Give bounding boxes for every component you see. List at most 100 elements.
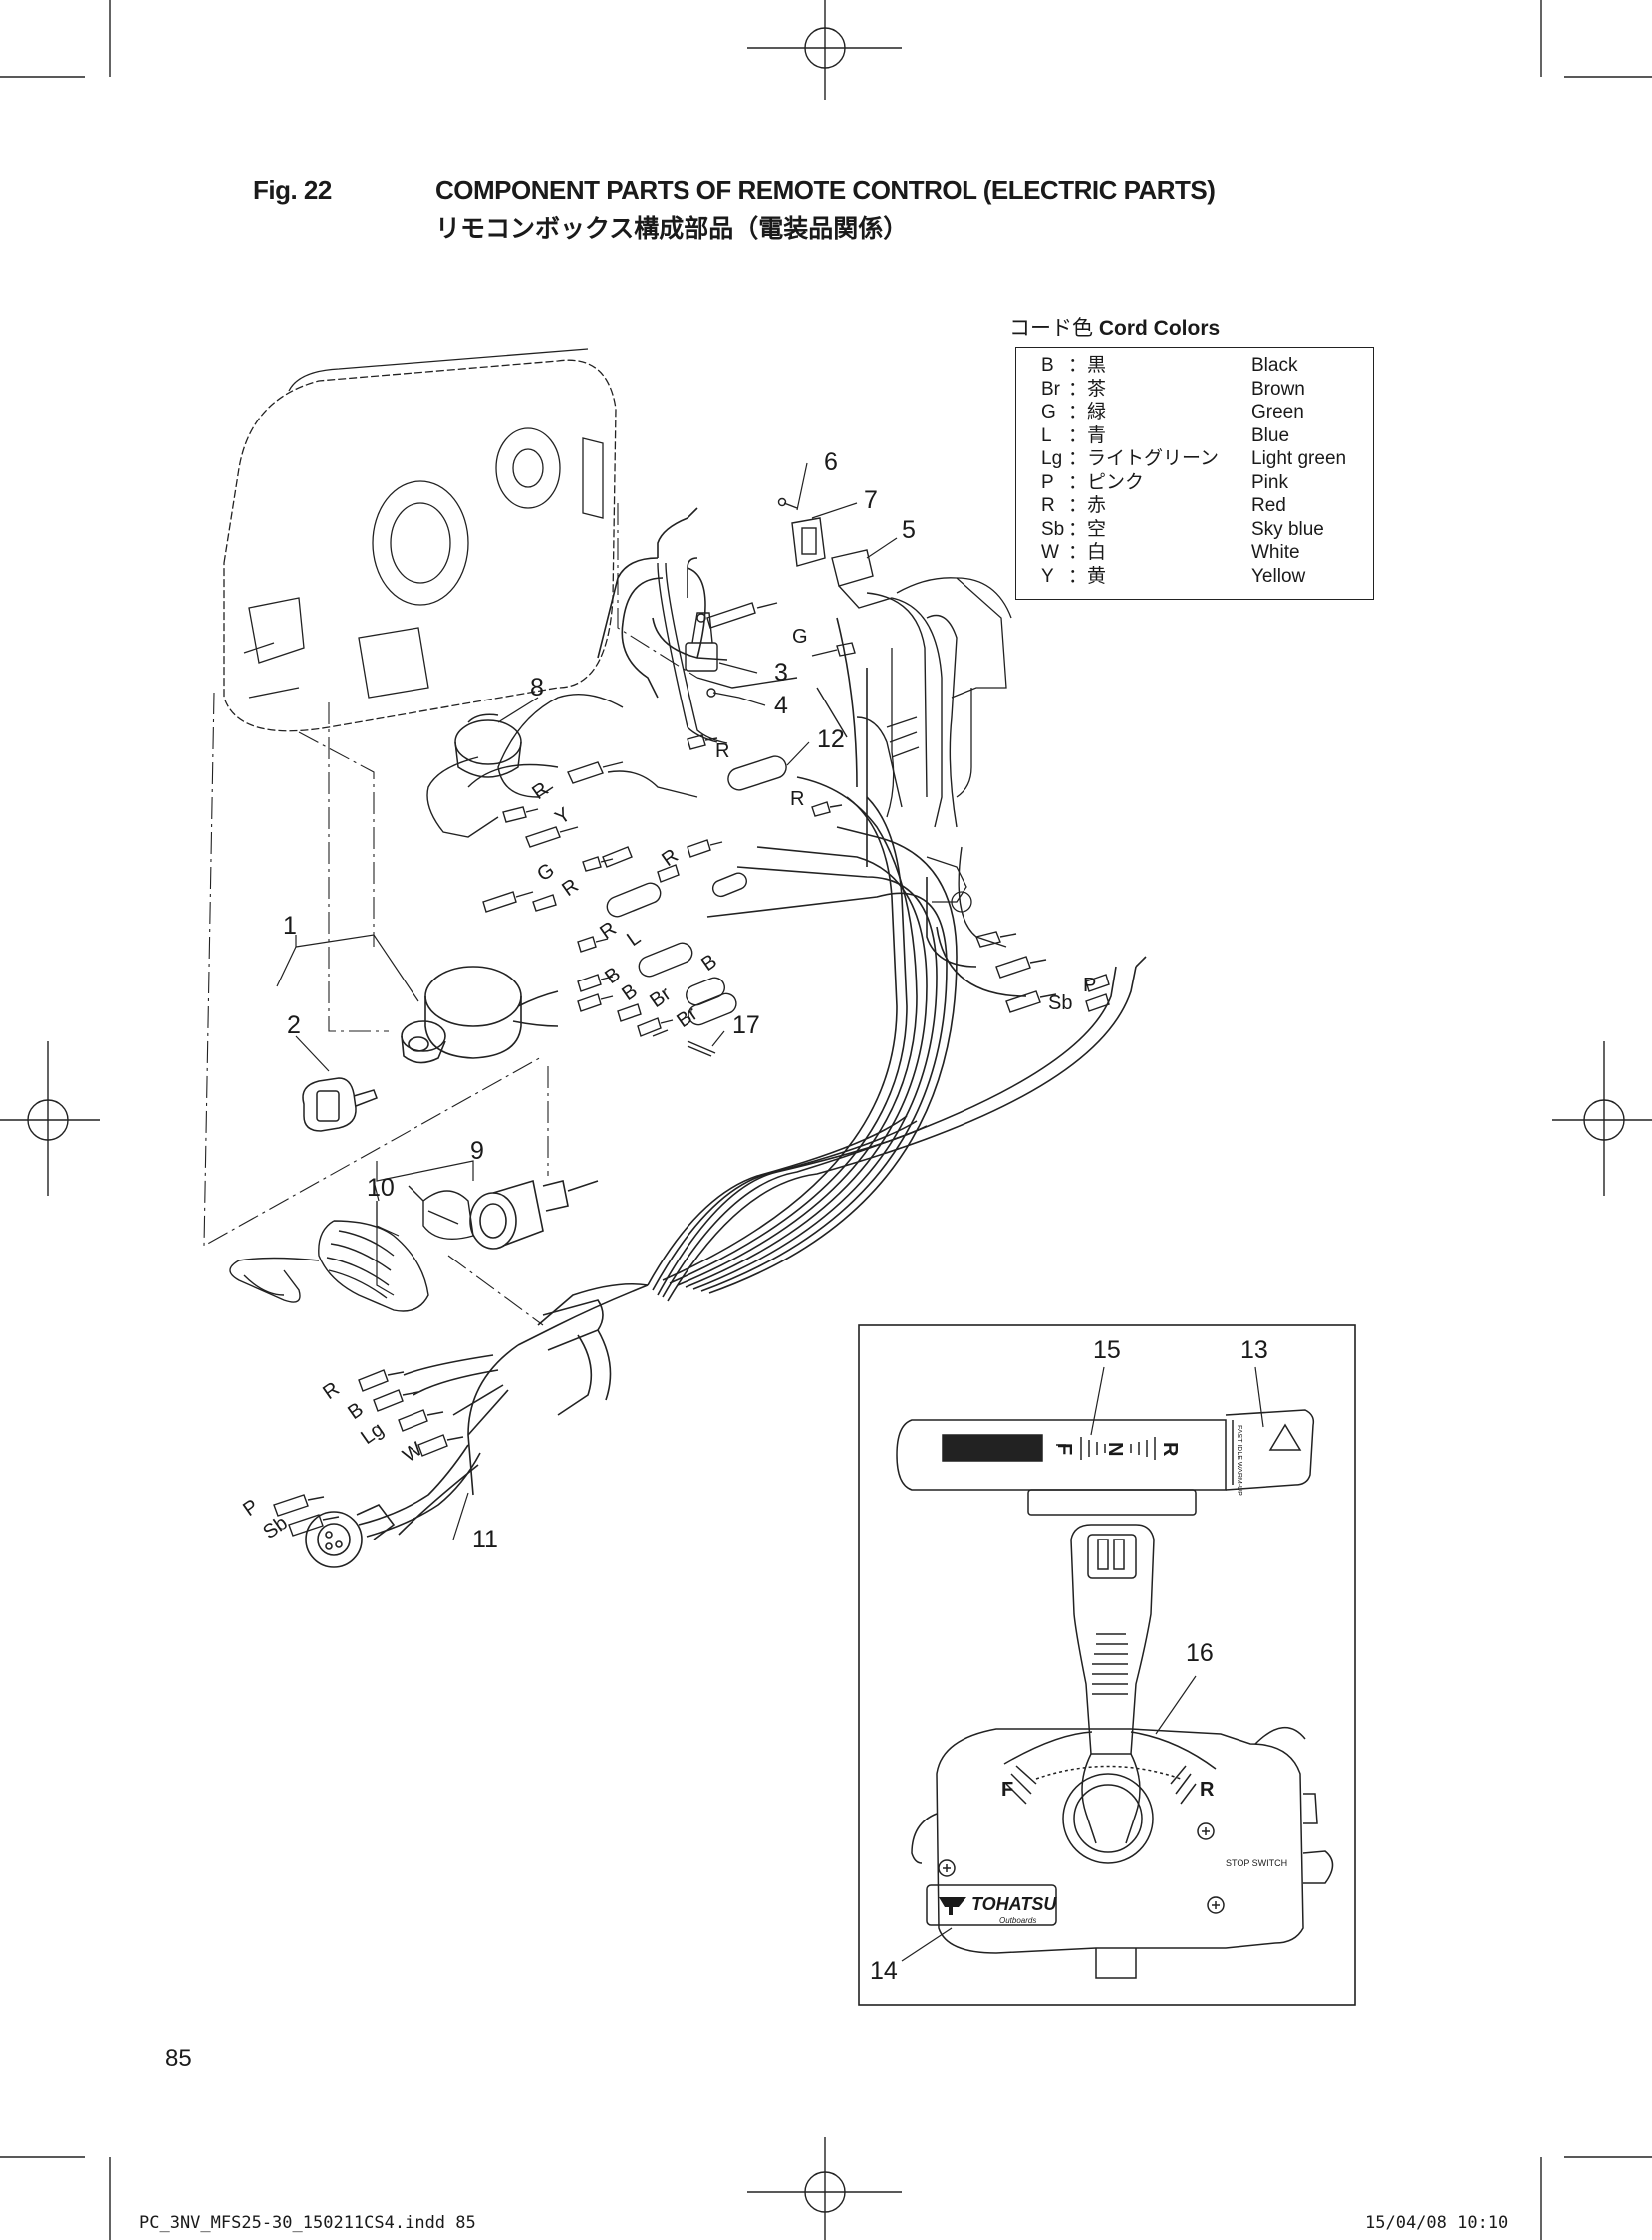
main-switch-part-1 — [401, 966, 559, 1064]
sleeve-1 — [606, 882, 662, 918]
inset-text: F N R FAST IDLE WARM-UP F R STOP SWITCH … — [939, 1425, 1287, 1925]
wire-labels: G R R R Y G R R R L B B B Br Br P Sb R B… — [239, 626, 1096, 1543]
connector-r-top — [687, 734, 718, 750]
callout-6: 6 — [824, 448, 838, 476]
legend-code: B — [1041, 355, 1054, 376]
inset-panel — [858, 1324, 1356, 2006]
control-handle-part-16 — [1070, 1524, 1155, 1844]
callout-numbers: 1 2 3 4 5 6 7 8 9 10 11 12 13 14 15 16 1… — [283, 448, 1268, 1985]
connector-right-5 — [1085, 993, 1110, 1012]
brand-logo-sub: Outboards — [999, 1916, 1036, 1925]
callout-4: 4 — [774, 692, 788, 719]
wire-harness — [398, 507, 1147, 1536]
legend-ja: ：青 — [1068, 424, 1107, 446]
legend-code: Sb — [1041, 518, 1065, 540]
legend-code: L — [1041, 424, 1052, 446]
callout-11: 11 — [472, 1526, 498, 1553]
legend-ja: ：白 — [1068, 542, 1107, 563]
wire-label: R — [528, 778, 552, 804]
connector-right-2 — [995, 956, 1047, 979]
wire-label: G — [792, 626, 808, 648]
connector-left-7 — [577, 936, 609, 953]
bracket-part-7 — [791, 517, 826, 567]
connector-right-1 — [975, 931, 1017, 948]
wire-label: Y — [551, 803, 575, 829]
tohatsu-logo-icon — [939, 1897, 966, 1915]
warmup-label: FAST IDLE WARM-UP — [1236, 1425, 1242, 1496]
pin-part-17 — [687, 1040, 716, 1057]
connector-right-3 — [1005, 990, 1057, 1013]
lanyard-part-10 — [229, 1185, 474, 1312]
legend-en: Light green — [1251, 448, 1347, 469]
wire-label: P — [1083, 975, 1096, 996]
connector-left-3 — [525, 826, 579, 848]
callout-8: 8 — [530, 674, 544, 701]
sleeve-part-12 — [727, 755, 787, 791]
harness-plug-part-11 — [305, 1299, 612, 1568]
legend-code: G — [1041, 402, 1056, 422]
neutral-indicator-part-15 — [896, 1419, 1227, 1516]
callout-9: 9 — [470, 1137, 484, 1165]
connector-left-6 — [532, 894, 557, 912]
legend-code: Br — [1041, 378, 1060, 400]
connector-lower-4 — [637, 1017, 674, 1037]
figure-number: Fig. 22 — [253, 175, 332, 205]
switch-part-3 — [685, 612, 718, 672]
callout-1: 1 — [283, 912, 297, 940]
callout-10: 10 — [367, 1174, 395, 1202]
connector-bottom-p — [273, 1494, 325, 1517]
callout-15: 15 — [1093, 1336, 1121, 1364]
connector-bottom-r — [358, 1369, 405, 1392]
wire-label: G — [533, 859, 558, 886]
wire-label: W — [399, 1438, 426, 1467]
connector-right-4 — [1085, 974, 1110, 992]
legend-en: Green — [1251, 402, 1304, 422]
wire-label: B — [697, 950, 721, 976]
connector-lower-1 — [577, 974, 614, 992]
callout-2: 2 — [287, 1011, 301, 1039]
indicator-n: N — [1104, 1442, 1126, 1456]
legend-ja: ：空 — [1068, 518, 1107, 540]
connector-r-mid — [811, 801, 843, 817]
wire-label: R — [319, 1378, 343, 1404]
legend-en: Yellow — [1251, 565, 1306, 587]
connector-mid-1 — [602, 846, 633, 868]
connector-bottom-b — [373, 1389, 419, 1412]
grip-f: F — [1001, 1779, 1013, 1801]
stop-switch-part-9 — [469, 1179, 599, 1250]
legend-en: Brown — [1251, 378, 1305, 400]
connector-left-2 — [502, 806, 539, 823]
buzzer-part-8 — [454, 713, 522, 778]
legend-ja: ：ピンク — [1068, 471, 1145, 493]
inset-callout-leaders — [901, 1366, 1264, 1962]
connector-bottom-sb — [288, 1514, 340, 1537]
callout-3: 3 — [774, 659, 788, 687]
legend-ja: ：ライトグリーン — [1068, 448, 1220, 469]
callout-14: 14 — [870, 1957, 898, 1985]
connector-mid-2 — [687, 839, 723, 858]
wire-label: P — [239, 1495, 263, 1521]
insulating-sleeves — [606, 755, 787, 1026]
screw-part-6 — [777, 497, 798, 509]
legend-ja: ：赤 — [1068, 495, 1107, 516]
legend-ja: ：緑 — [1068, 402, 1107, 422]
stop-switch-label: STOP SWITCH — [1226, 1858, 1287, 1868]
connector-g-top — [706, 602, 778, 629]
warmup-button-part-13 — [1225, 1409, 1315, 1491]
throttle-lever-outline — [886, 577, 1012, 913]
indicator-r: R — [1159, 1442, 1181, 1457]
remote-control-box-part-14 — [911, 1726, 1334, 1979]
inset-frame — [858, 1324, 1356, 2006]
legend-code: Y — [1041, 565, 1054, 587]
wire-label: R — [558, 875, 582, 901]
connector-lower-3 — [617, 1003, 642, 1022]
sleeve-4 — [688, 992, 737, 1026]
connector-lower-2 — [577, 993, 614, 1012]
wire-label: L — [623, 927, 645, 951]
guide-lines — [203, 503, 698, 1326]
callout-12: 12 — [817, 725, 845, 753]
